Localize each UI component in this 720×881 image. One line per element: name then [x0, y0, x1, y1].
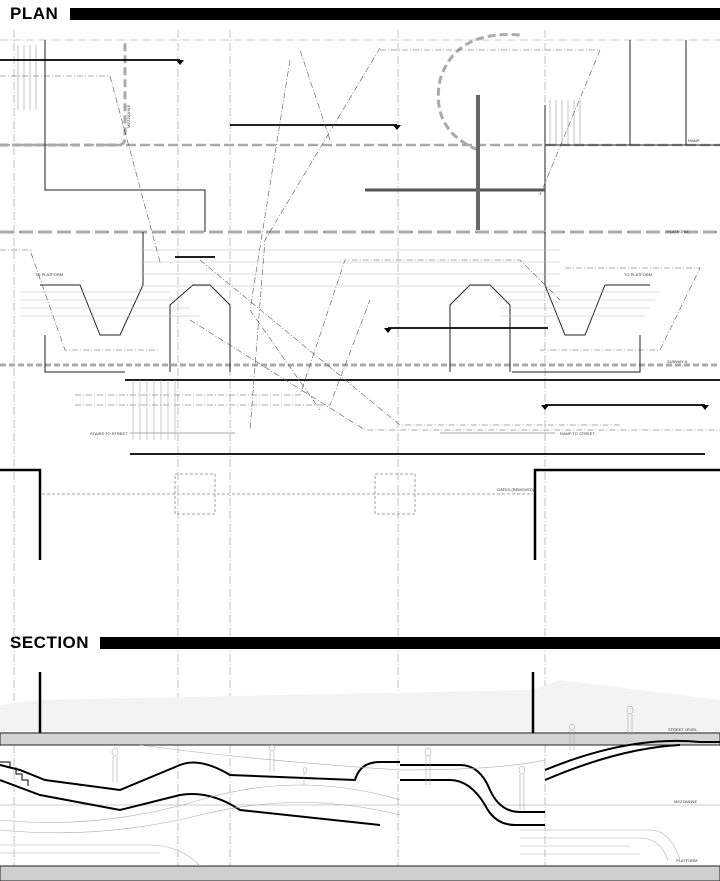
label-section-mezzanine: MEZZANINE — [674, 799, 697, 804]
plan-title: PLAN — [10, 4, 59, 23]
label-to-platform-left: TO PLATFORM — [35, 272, 63, 277]
label-to-platform-right: TO PLATFORM — [624, 272, 652, 277]
plan-drawing: MEZZANINE RAMP PLATFORM TO PLATFORM TO P… — [0, 30, 720, 881]
human-figures — [111, 705, 634, 810]
mezzanine-outline — [0, 40, 127, 147]
label-ramp-to-street: RAMP TO STREET — [560, 431, 595, 436]
street-level-slab — [0, 732, 720, 746]
section-title: SECTION — [10, 633, 90, 652]
label-street-level: STREET LEVEL — [668, 727, 698, 732]
label-stairs-to-street: STAIRS TO STREET — [90, 431, 128, 436]
label-ramp: RAMP — [688, 138, 700, 143]
plan-title-bar — [70, 8, 720, 20]
platform-slab — [0, 865, 720, 881]
label-gates: GATES (REMOVED) — [497, 487, 535, 492]
section-title-bar — [100, 637, 720, 649]
label-mezzanine: MEZZANINE — [126, 105, 131, 128]
label-subway: SUBWAY A — [667, 359, 688, 364]
label-section-platform: PLATFORM — [676, 858, 697, 863]
ramp-curve-outline — [436, 33, 521, 152]
label-platform: PLATFORM — [667, 229, 688, 234]
section-drawing: STREET LEVEL MEZZANINE PLATFORM — [0, 672, 720, 881]
grid-lines — [0, 30, 720, 881]
